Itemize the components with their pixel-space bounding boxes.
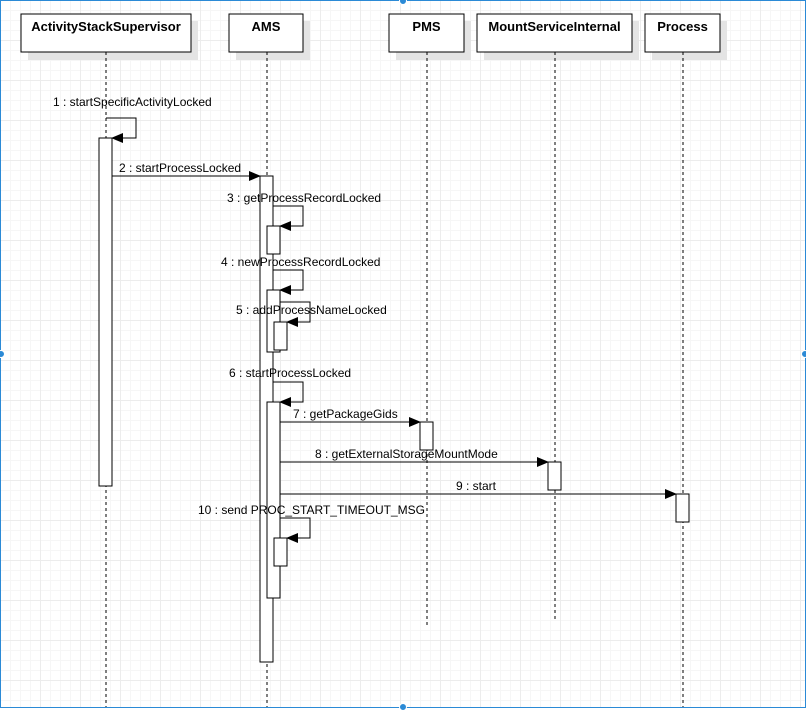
message-label-9: 9 : start [456, 479, 497, 493]
message-label-6: 6 : startProcessLocked [229, 366, 351, 380]
message-arrow-4 [273, 269, 304, 295]
message-arrow-5 [280, 301, 311, 327]
message-label-8: 8 : getExternalStorageMountMode [315, 447, 498, 461]
activation-msi [547, 461, 562, 491]
activation-pms [419, 421, 434, 451]
message-arrow-1 [106, 117, 137, 143]
participant-label-ass: ActivityStackSupervisor [31, 19, 181, 34]
message-label-2: 2 : startProcessLocked [119, 161, 241, 175]
message-label-7: 7 : getPackageGids [293, 407, 398, 421]
activation-ass [98, 137, 113, 487]
activation-proc [675, 493, 690, 523]
participant-label-msi: MountServiceInternal [488, 19, 620, 34]
participant-label-pms: PMS [412, 19, 441, 34]
participant-box-pms [388, 13, 465, 53]
activation-ams-5 [273, 321, 288, 351]
selection-handle-left[interactable] [0, 350, 5, 358]
activation-ams-10 [273, 537, 288, 567]
selection-handle-bottom[interactable] [399, 703, 407, 711]
participant-box-msi [476, 13, 633, 53]
message-label-10: 10 : send PROC_START_TIMEOUT_MSG [198, 503, 425, 517]
selection-handle-top[interactable] [399, 0, 407, 5]
participant-label-proc: Process [657, 19, 708, 34]
participant-label-ams: AMS [252, 19, 281, 34]
message-label-3: 3 : getProcessRecordLocked [227, 191, 381, 205]
message-arrow-10 [280, 517, 311, 543]
participant-box-ams [228, 13, 304, 53]
message-label-4: 4 : newProcessRecordLocked [221, 255, 380, 269]
activation-ams-6 [266, 401, 281, 599]
message-label-1: 1 : startSpecificActivityLocked [53, 95, 212, 109]
message-arrow-6 [273, 381, 304, 407]
activation-ams-3 [266, 225, 281, 255]
message-arrow-3 [273, 205, 304, 231]
message-label-5: 5 : addProcessNameLocked [236, 303, 387, 317]
selection-handle-right[interactable] [801, 350, 806, 358]
participant-box-ass [20, 13, 192, 53]
